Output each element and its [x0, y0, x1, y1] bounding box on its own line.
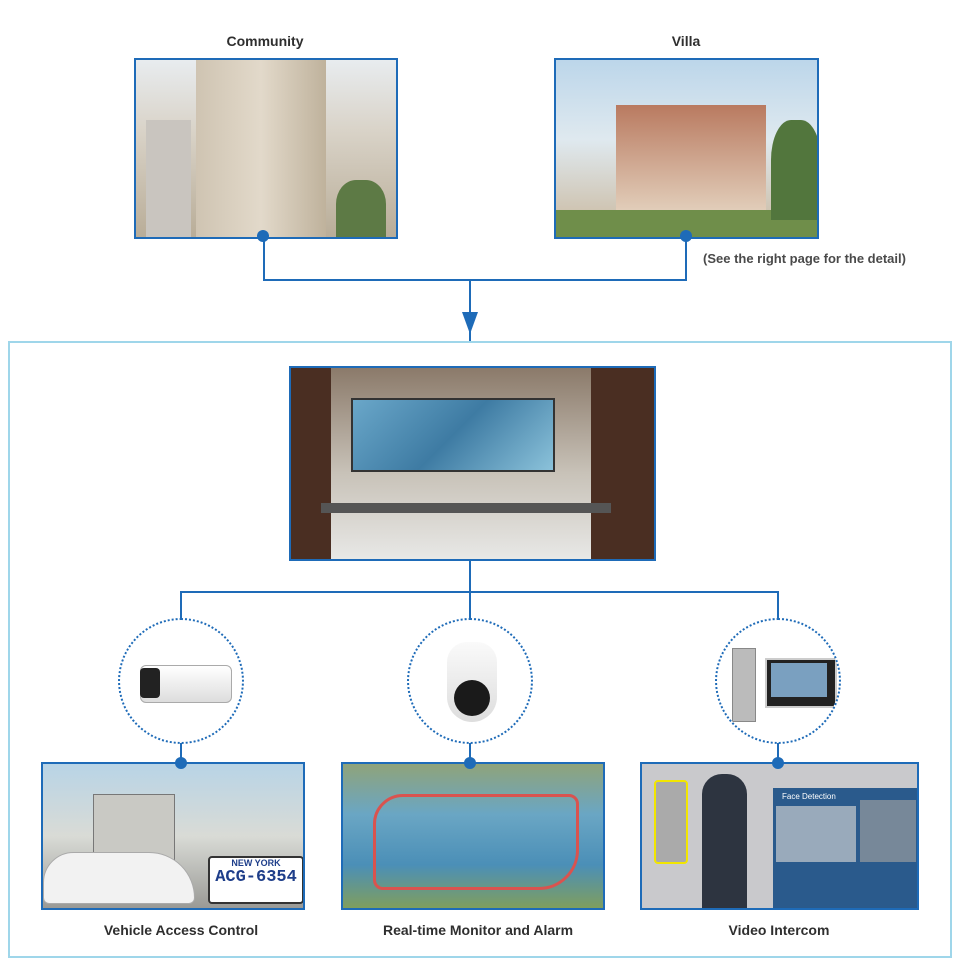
community-label: Community	[226, 33, 304, 49]
monitor-alarm-photo	[341, 762, 605, 910]
vehicle-access-photo: NEW YORK ACG-6354	[41, 762, 305, 910]
monitor-alarm-label: Real-time Monitor and Alarm	[382, 922, 574, 938]
villa-photo	[554, 58, 819, 239]
video-intercom-photo: Face Detection	[640, 762, 919, 910]
system-frame	[8, 341, 952, 958]
connector-dot	[772, 757, 784, 769]
villa-label: Villa	[671, 33, 701, 49]
bullet-camera-icon	[118, 618, 244, 744]
plate-number: ACG-6354	[215, 868, 297, 887]
vehicle-access-label: Vehicle Access Control	[103, 922, 259, 938]
connector-dot	[464, 757, 476, 769]
face-detection-title: Face Detection	[782, 792, 836, 801]
connector-dot	[175, 757, 187, 769]
dome-camera-icon	[407, 618, 533, 744]
intercom-device-icon	[715, 618, 841, 744]
video-intercom-label: Video Intercom	[728, 922, 830, 938]
detail-note: (See the right page for the detail)	[703, 251, 906, 266]
control-room-photo	[289, 366, 656, 561]
arrow-down-icon	[462, 312, 478, 334]
plate-state: NEW YORK	[231, 858, 281, 868]
community-photo	[134, 58, 398, 239]
